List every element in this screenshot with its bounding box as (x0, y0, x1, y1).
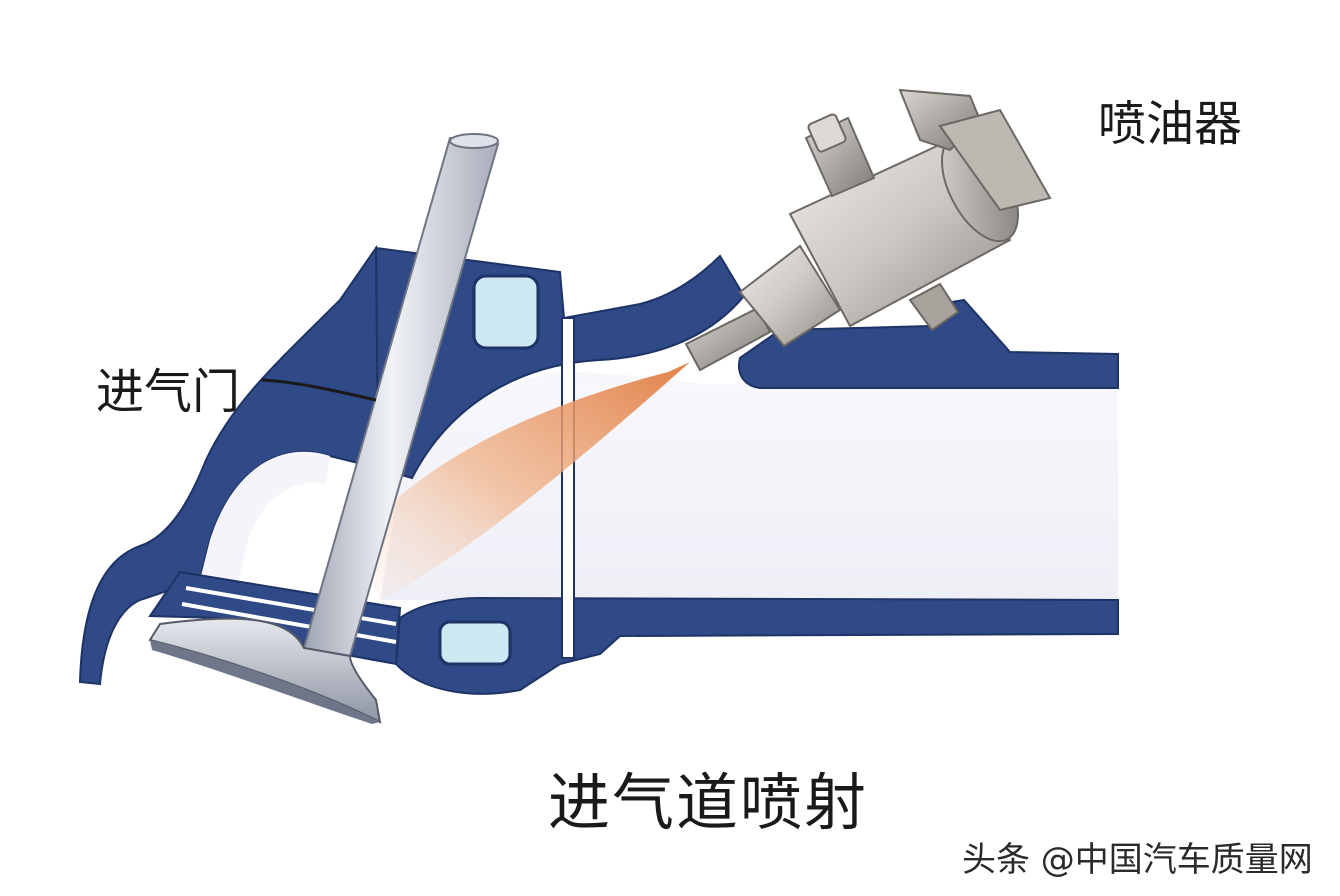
fuel-injector (684, 88, 1052, 372)
diagram-title: 进气道喷射 (548, 766, 869, 839)
intake-valve-label: 进气门 (96, 364, 241, 420)
cylinder-head-upper-casting (374, 246, 1119, 480)
fuel-spray-cone (356, 362, 690, 600)
watermark-text: 头条 @中国汽车质量网 (962, 840, 1313, 880)
cylinder-head-left-casting (78, 244, 380, 686)
intake-valve (148, 133, 500, 724)
coolant-passage-lower (438, 620, 512, 666)
intake-valve-leader-line (261, 378, 377, 402)
injector-label: 喷油器 (1098, 96, 1243, 152)
coolant-passage-upper (472, 274, 540, 350)
manifold-gasket-line (561, 317, 575, 659)
